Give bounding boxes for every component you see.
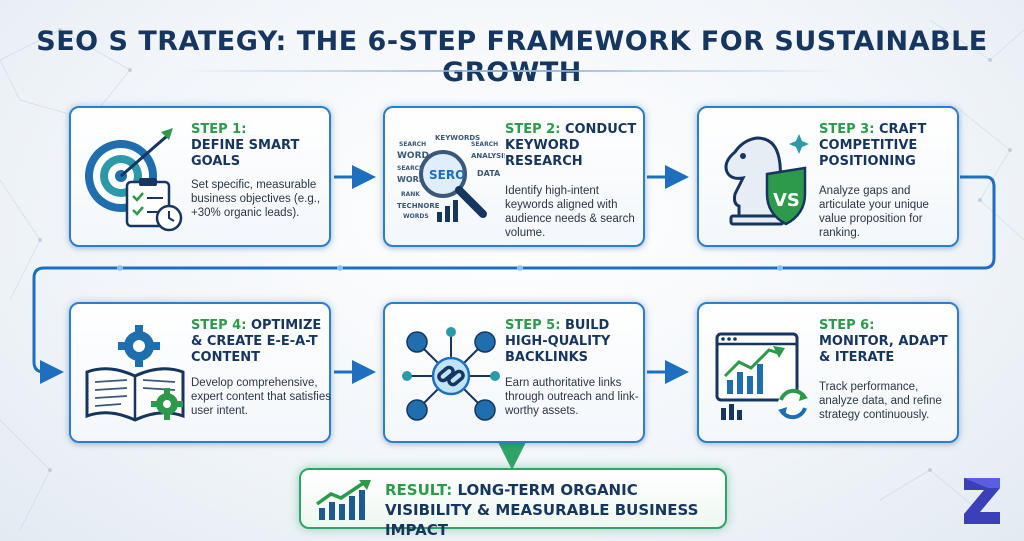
svg-text:VS: VS bbox=[773, 190, 800, 211]
step-card-3: VS STEP 3: CRAFT COMPETITIVE POSITIONING… bbox=[697, 106, 959, 247]
target-checklist-icon bbox=[85, 128, 183, 232]
keyword-cloud-word: SEARCH bbox=[399, 141, 426, 148]
step-6-heading: STEP 6: MONITOR, ADAPT & ITERATE bbox=[819, 318, 957, 366]
step-1-heading: STEP 1: DEFINE SMART GOALS bbox=[191, 122, 329, 170]
step-6-label: STEP 6: bbox=[819, 318, 875, 333]
step-card-1: STEP 1: DEFINE SMART GOALS Set specific,… bbox=[69, 106, 331, 247]
keyword-cloud-word: SEARCH bbox=[397, 165, 424, 172]
result-label: RESULT: bbox=[385, 481, 453, 499]
step-4-description: Develop comprehensive, expert content th… bbox=[191, 377, 331, 417]
step-5-heading: STEP 5: BUILD HIGH-QUALITY BACKLINKS bbox=[505, 318, 643, 366]
step-6-title: MONITOR, ADAPT & ITERATE bbox=[819, 334, 948, 365]
step-4-title: OPTIMIZE & CREATE E-E-A-T CONTENT bbox=[191, 318, 322, 365]
step-5-description: Earn authoritative links through outreac… bbox=[505, 377, 639, 417]
book-gears-icon bbox=[85, 325, 185, 422]
growth-chart-icon bbox=[315, 480, 371, 520]
title-divider bbox=[180, 70, 844, 72]
step-1-title: DEFINE SMART GOALS bbox=[191, 138, 300, 169]
step-4-heading: STEP 4: OPTIMIZE & CREATE E-E-A-T CONTEN… bbox=[191, 318, 329, 366]
step-2-description: Identify high-intent keywords aligned wi… bbox=[505, 185, 635, 239]
brand-logo bbox=[964, 478, 1000, 524]
result-banner: RESULT: LONG-TERM ORGANIC VISIBILITY & M… bbox=[299, 468, 727, 539]
step-6-description: Track performance, analyze data, and ref… bbox=[819, 381, 942, 421]
keyword-cloud-word: KEYWORDS bbox=[435, 134, 480, 142]
step-2-heading: STEP 2: CONDUCT KEYWORD RESEARCH bbox=[505, 122, 643, 170]
step-5-label: STEP 5: bbox=[505, 318, 561, 333]
keyword-cloud-word: WORDS bbox=[403, 213, 429, 220]
step-3-label: STEP 3: bbox=[819, 122, 875, 137]
step-2-title: CONDUCT KEYWORD RESEARCH bbox=[505, 122, 637, 169]
arrow-row-wrap bbox=[32, 175, 996, 384]
step-2-label: STEP 2: bbox=[505, 122, 561, 137]
step-1-label: STEP 1: bbox=[191, 122, 247, 137]
step-5-title: BUILD HIGH-QUALITY BACKLINKS bbox=[505, 318, 611, 365]
step-3-description: Analyze gaps and articulate your unique … bbox=[819, 185, 929, 239]
keyword-cloud-word: WORD bbox=[397, 151, 429, 161]
step-4-label: STEP 4: bbox=[191, 318, 247, 333]
keyword-cloud-word: WORES bbox=[397, 175, 430, 184]
link-network-icon bbox=[402, 327, 500, 421]
step-1-description: Set specific, measurable business object… bbox=[191, 179, 321, 219]
result-text: RESULT: LONG-TERM ORGANIC VISIBILITY & M… bbox=[385, 480, 725, 540]
keyword-cloud-word: SERO bbox=[429, 168, 465, 182]
step-3-heading: STEP 3: CRAFT COMPETITIVE POSITIONING bbox=[819, 122, 957, 170]
step-3-title: CRAFT COMPETITIVE POSITIONING bbox=[819, 122, 927, 169]
page-title: SEO S TRATEGY: THE 6-STEP FRAMEWORK FOR … bbox=[36, 26, 988, 88]
keyword-cloud-word: RANK bbox=[401, 191, 420, 198]
keyword-cloud-word: TECHNORE bbox=[397, 202, 440, 210]
step-card-6: STEP 6: MONITOR, ADAPT & ITERATE Track p… bbox=[697, 302, 959, 443]
keyword-cloud-word: SEARCH bbox=[471, 141, 498, 148]
result-description: LONG-TERM ORGANIC VISIBILITY & MEASURABL… bbox=[385, 481, 699, 539]
dashboard-cycle-icon bbox=[715, 332, 808, 420]
step-card-5: STEP 5: BUILD HIGH-QUALITY BACKLINKS Ear… bbox=[383, 302, 645, 443]
chess-knight-vs-icon: VS bbox=[724, 134, 809, 226]
step-card-4: STEP 4: OPTIMIZE & CREATE E-E-A-T CONTEN… bbox=[69, 302, 331, 443]
keyword-cloud-word: DATA bbox=[477, 169, 501, 178]
